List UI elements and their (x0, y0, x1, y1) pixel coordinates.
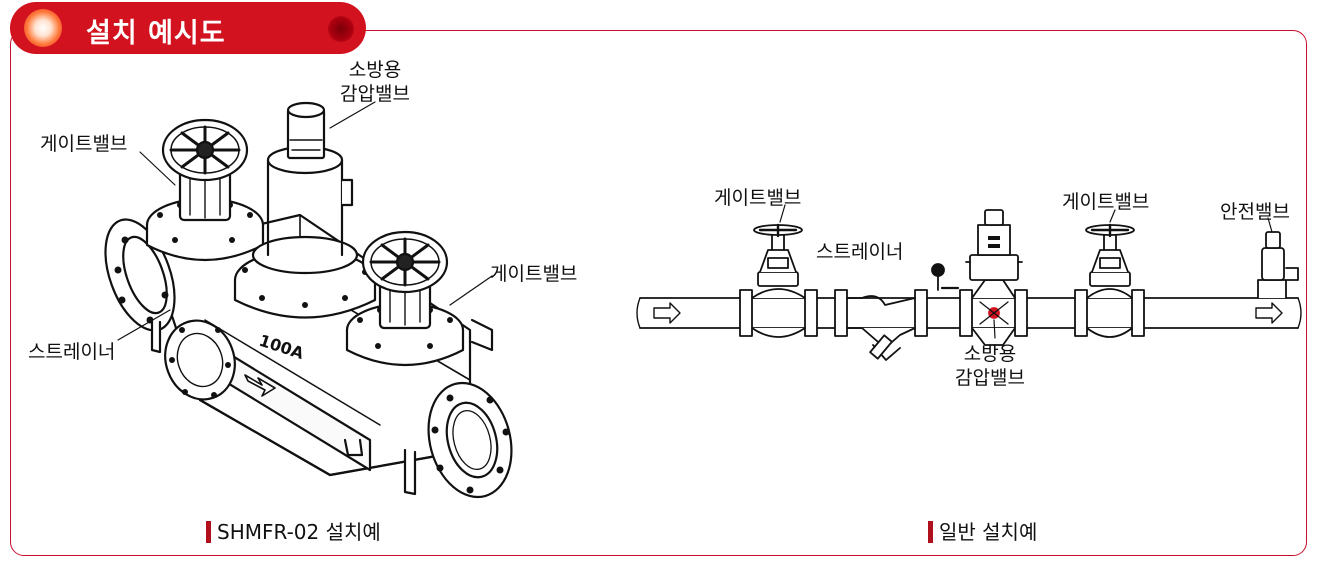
bullet-orb-icon (24, 9, 62, 47)
content-frame (10, 30, 1307, 556)
section-title: 설치 예시도 (86, 18, 226, 49)
caption-bar (206, 521, 211, 543)
label-strainer-right: 스트레이너 (816, 241, 904, 263)
label-strainer-left: 스트레이너 (28, 341, 116, 363)
label-gate-valve-left-right: 게이트밸브 (490, 263, 578, 285)
section-header-tab: 설치 예시도 (10, 2, 366, 54)
caption-bar (928, 521, 933, 543)
label-pressure-reducing-valve-right: 소방용 감압밸브 (955, 343, 1025, 389)
tab-end-orb-icon (328, 16, 354, 42)
caption-shmfr-02: SHMFR-02 설치예 (206, 516, 381, 545)
label-gate-valve-1: 게이트밸브 (714, 187, 802, 209)
label-pressure-reducing-valve-left: 소방용 감압밸브 (340, 59, 410, 105)
caption-general-installation: 일반 설치예 (928, 516, 1037, 545)
label-gate-valve-left-top: 게이트밸브 (40, 133, 128, 155)
label-gate-valve-2: 게이트밸브 (1062, 191, 1150, 213)
label-safety-valve: 안전밸브 (1220, 201, 1290, 223)
